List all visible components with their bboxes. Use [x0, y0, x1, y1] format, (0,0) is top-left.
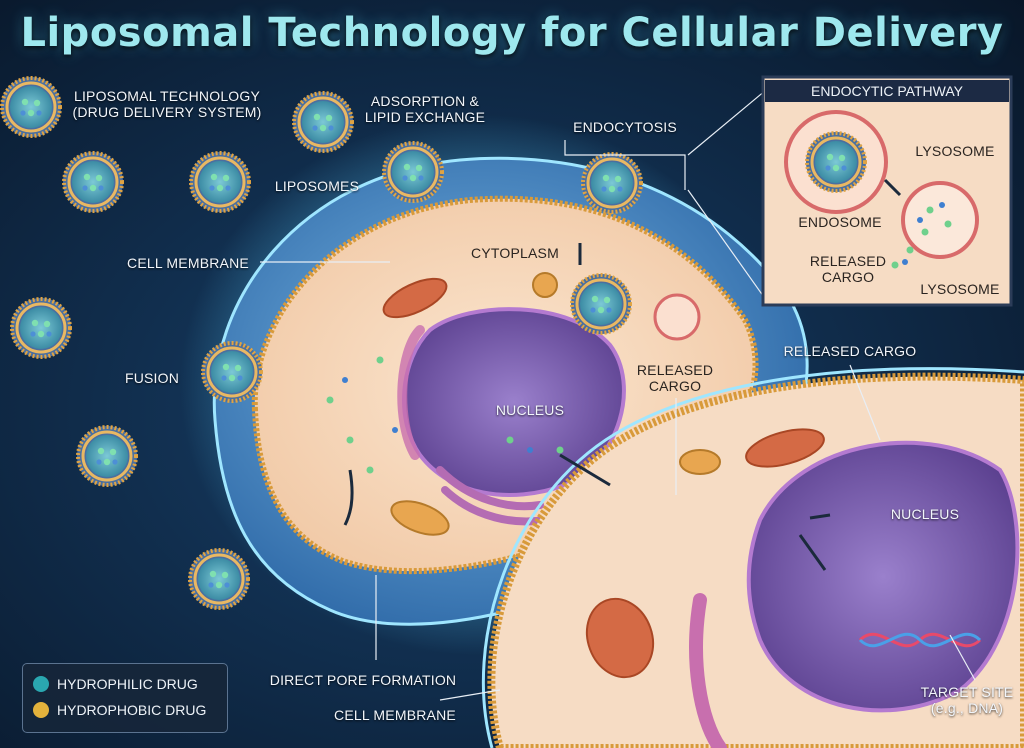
legend-label-hydrophobic: HYDROPHOBIC DRUG: [57, 702, 207, 718]
inset-label-lysosome-top: LYSOSOME: [915, 143, 995, 159]
label-cytoplasm: CYTOPLASM: [471, 245, 559, 261]
inset-label-lysosome-bottom: LYSOSOME: [920, 281, 1000, 297]
inset-title: ENDOCYTIC PATHWAY: [765, 80, 1009, 102]
legend: HYDROPHILIC DRUG HYDROPHOBIC DRUG: [22, 663, 228, 733]
legend-item-hydrophilic: HYDROPHILIC DRUG: [33, 674, 198, 694]
label-target-site: TARGET SITE (e.g., DNA): [920, 684, 1014, 716]
label-released-cargo-mid: RELEASED CARGO: [636, 362, 714, 394]
inset-label-endosome: ENDOSOME: [798, 214, 882, 230]
label-liposomes: LIPOSOMES: [274, 178, 360, 194]
inset-label-released-cargo: RELEASED CARGO: [809, 253, 887, 285]
label-fusion: FUSION: [124, 370, 180, 386]
legend-label-hydrophilic: HYDROPHILIC DRUG: [57, 676, 198, 692]
page-title: Liposomal Technology for Cellular Delive…: [20, 10, 1004, 56]
label-adsorption: ADSORPTION & LIPID EXCHANGE: [364, 93, 486, 125]
label-released-cargo-right: RELEASED CARGO: [783, 343, 917, 359]
label-cell-membrane-top: CELL MEMBRANE: [127, 255, 249, 271]
legend-item-hydrophobic: HYDROPHOBIC DRUG: [33, 700, 206, 720]
hydrophilic-dot-icon: [33, 676, 49, 692]
label-nucleus-right: NUCLEUS: [890, 506, 960, 522]
hydrophobic-dot-icon: [33, 702, 49, 718]
label-liposomal-technology: LIPOSOMAL TECHNOLOGY (DRUG DELIVERY SYST…: [72, 88, 262, 120]
label-nucleus-main: NUCLEUS: [495, 402, 565, 418]
label-direct-pore-formation: DIRECT PORE FORMATION: [269, 672, 457, 688]
label-endocytosis: ENDOCYTOSIS: [573, 119, 677, 135]
label-cell-membrane-bottom: CELL MEMBRANE: [334, 707, 456, 723]
